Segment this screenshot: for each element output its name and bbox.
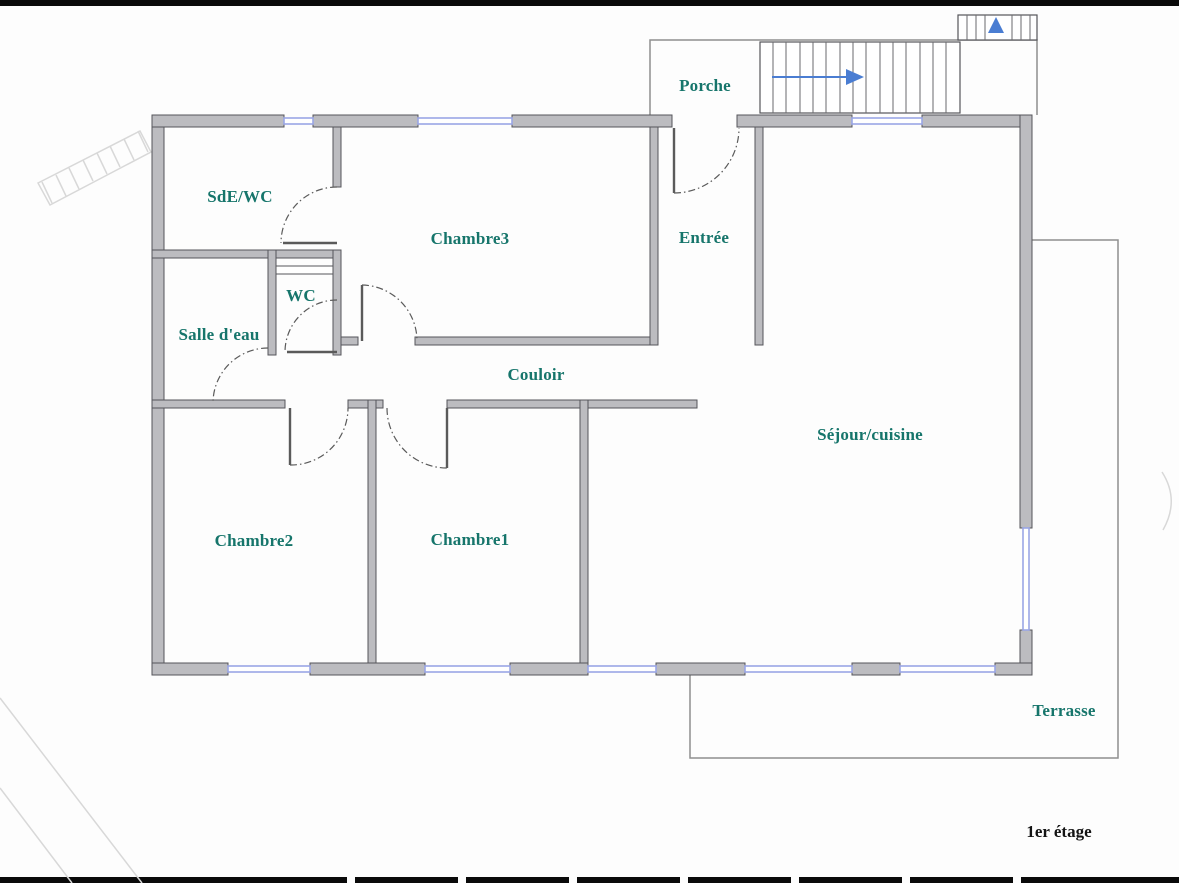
room-label-porche: Porche (679, 76, 731, 95)
porch-outline (649, 39, 1038, 115)
corner-line (0, 787, 73, 883)
wc-fixture (275, 265, 334, 275)
wall-segment (736, 114, 853, 128)
border-segment (799, 877, 902, 883)
door-swing-arc (361, 284, 418, 342)
stair-upper-landing (957, 14, 1038, 41)
wall-segment (655, 662, 746, 676)
room-label-couloir: Couloir (507, 365, 565, 384)
floor-title: 1er étage (1026, 822, 1092, 841)
wall-segment (921, 114, 1033, 128)
wall-segment (851, 662, 901, 676)
border-segment (0, 0, 1179, 6)
landing-steps (966, 15, 1031, 40)
wall-segment (332, 126, 342, 188)
door-swing-arc (212, 347, 269, 404)
border-segment (1021, 877, 1179, 883)
background-artifacts (0, 129, 1172, 883)
window (1022, 527, 1030, 631)
bottom-border-bar (0, 877, 1179, 883)
wall-segment (367, 399, 377, 664)
window (587, 665, 657, 673)
room-label-salle-deau: Salle d'eau (178, 325, 260, 344)
wall-segment (509, 662, 589, 676)
exterior-stair-outline (36, 129, 153, 207)
edge-curve (1161, 471, 1172, 531)
terrace-outline (689, 239, 1119, 759)
door-swing-arc (280, 186, 338, 244)
border-segment (910, 877, 1013, 883)
wall-segment (151, 662, 229, 676)
wall-segment (511, 114, 673, 128)
wall-segment (1019, 114, 1033, 529)
wall-segment (347, 399, 384, 409)
window (283, 117, 314, 125)
window (744, 665, 853, 673)
wall-segment (312, 114, 419, 128)
door-swing-arc (289, 407, 349, 466)
wall-segment (151, 114, 285, 128)
border-segment (466, 877, 569, 883)
wall-segment (151, 114, 165, 676)
border-segment (0, 877, 347, 883)
staircase (759, 41, 961, 114)
wall-segment (649, 126, 659, 346)
wall-segment (340, 336, 359, 346)
wall-segment (754, 126, 764, 346)
room-label-chambre3: Chambre3 (430, 229, 510, 248)
corner-line (0, 697, 143, 883)
room-label-sde-wc: SdE/WC (207, 187, 273, 206)
room-label-chambre1: Chambre1 (430, 530, 510, 549)
room-label-sejour-cuisine: Séjour/cuisine (817, 425, 923, 444)
wall-segment (332, 249, 342, 356)
door-swings (212, 127, 740, 469)
stair-up-arrow-icon (988, 17, 1004, 33)
room-label-chambre2: Chambre2 (214, 531, 294, 550)
wall-segment (151, 249, 342, 259)
door-swing-arc (386, 407, 448, 469)
wall-segment (151, 399, 286, 409)
window (851, 117, 923, 125)
wall-segment (579, 399, 589, 664)
exterior-stair-steps (41, 130, 149, 204)
interior-walls (151, 126, 764, 664)
wall-segment (994, 662, 1033, 676)
room-label-entree: Entrée (678, 228, 730, 247)
wall-segment (309, 662, 426, 676)
room-label-wc: WC (286, 286, 316, 305)
door-swing-arc (673, 127, 740, 194)
windows (227, 117, 1030, 673)
window (227, 665, 311, 673)
window (424, 665, 511, 673)
wall-segment (414, 336, 659, 346)
stair-direction-arrow-icon (846, 69, 864, 85)
door-swing-arc (284, 299, 338, 353)
border-segment (577, 877, 680, 883)
border-segment (355, 877, 458, 883)
window (899, 665, 996, 673)
window (417, 117, 513, 125)
wall-segment (267, 249, 277, 356)
border-segment (688, 877, 791, 883)
outer-walls (151, 114, 1033, 676)
top-border-bar (0, 0, 1179, 6)
wall-segment (446, 399, 698, 409)
room-label-terrasse: Terrasse (1032, 701, 1096, 720)
